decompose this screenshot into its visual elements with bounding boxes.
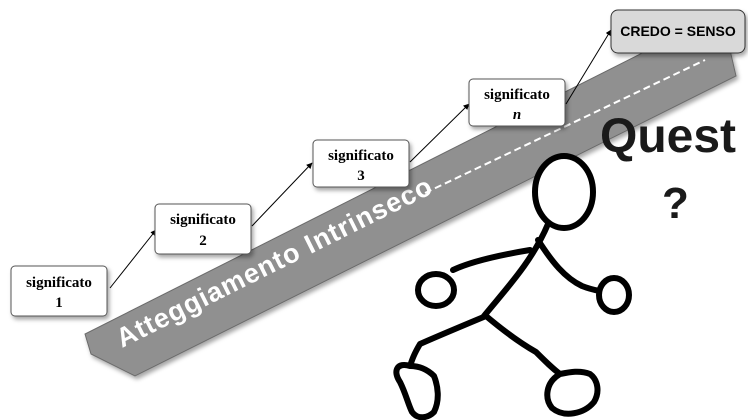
step-label: significato [170, 212, 236, 228]
stick-figure-leg-front [483, 313, 563, 377]
connector-arrow [565, 29, 612, 105]
stick-figure-foot-front [544, 368, 601, 417]
stick-figure-leg-back [407, 313, 489, 369]
connector-arrow [409, 103, 470, 163]
stick-figure-arm-left [450, 247, 533, 273]
step-label: significato [484, 87, 550, 103]
step-box-2: significato 2 [154, 203, 252, 255]
step-box-1: significato 1 [10, 265, 108, 317]
connector-arrow [251, 162, 313, 227]
connector-arrow [109, 229, 157, 289]
stick-figure-torso [481, 221, 551, 319]
stick-figure-hand-right [596, 275, 632, 315]
step-label: significato [328, 148, 394, 164]
quest-word: Quest [600, 110, 736, 163]
stick-figure-foot-back [393, 362, 441, 420]
attitude-arrow-dashed-line [424, 59, 706, 194]
step-index: 1 [55, 295, 63, 311]
step-index: n [513, 107, 521, 123]
step-box-n: significato n [468, 78, 566, 127]
goal-label: CREDO = SENSO [620, 23, 736, 39]
step-index: 3 [357, 168, 365, 184]
connector-arrows [109, 29, 612, 289]
goal-box: CREDO = SENSO [610, 9, 746, 54]
step-label: significato [26, 275, 92, 291]
stick-figure-head [532, 153, 596, 231]
step-index: 2 [199, 233, 207, 249]
stick-figure [393, 153, 632, 420]
stick-figure-hand-left [415, 271, 457, 309]
stick-figure-arm-right [535, 237, 607, 295]
step-box-3: significato 3 [312, 139, 410, 188]
attitude-arrow-label: Atteggiamento Intrinseco [111, 171, 437, 354]
quest-question-mark: ? [662, 179, 689, 228]
